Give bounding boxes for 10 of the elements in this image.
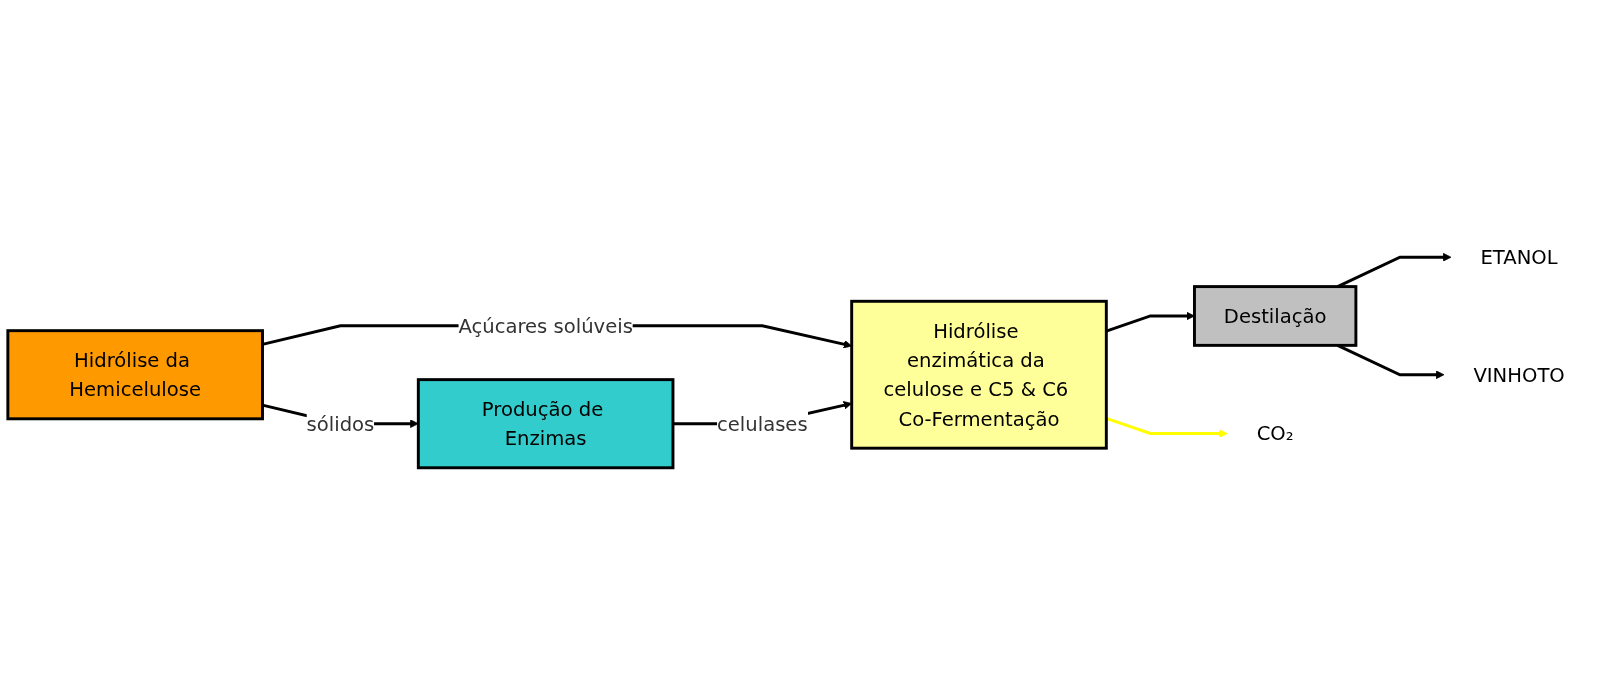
node-box: Destilação <box>1193 284 1358 347</box>
node-text: CO₂ <box>1256 421 1294 445</box>
node-box: Hidrólise da Hemicelulose <box>6 328 264 420</box>
edge-label: celulases <box>717 411 808 436</box>
node-box: Produção de Enzimas <box>416 377 675 469</box>
node-box: Hidrólise enzimática da celulose e C5 & C6 Co-Fermentação <box>850 299 1108 450</box>
node-text: VINHOTO <box>1473 362 1565 387</box>
edge-label: Açúcares solúveis <box>458 313 633 338</box>
node-text: ETANOL <box>1480 245 1558 269</box>
edge-label: sólidos <box>306 411 375 436</box>
